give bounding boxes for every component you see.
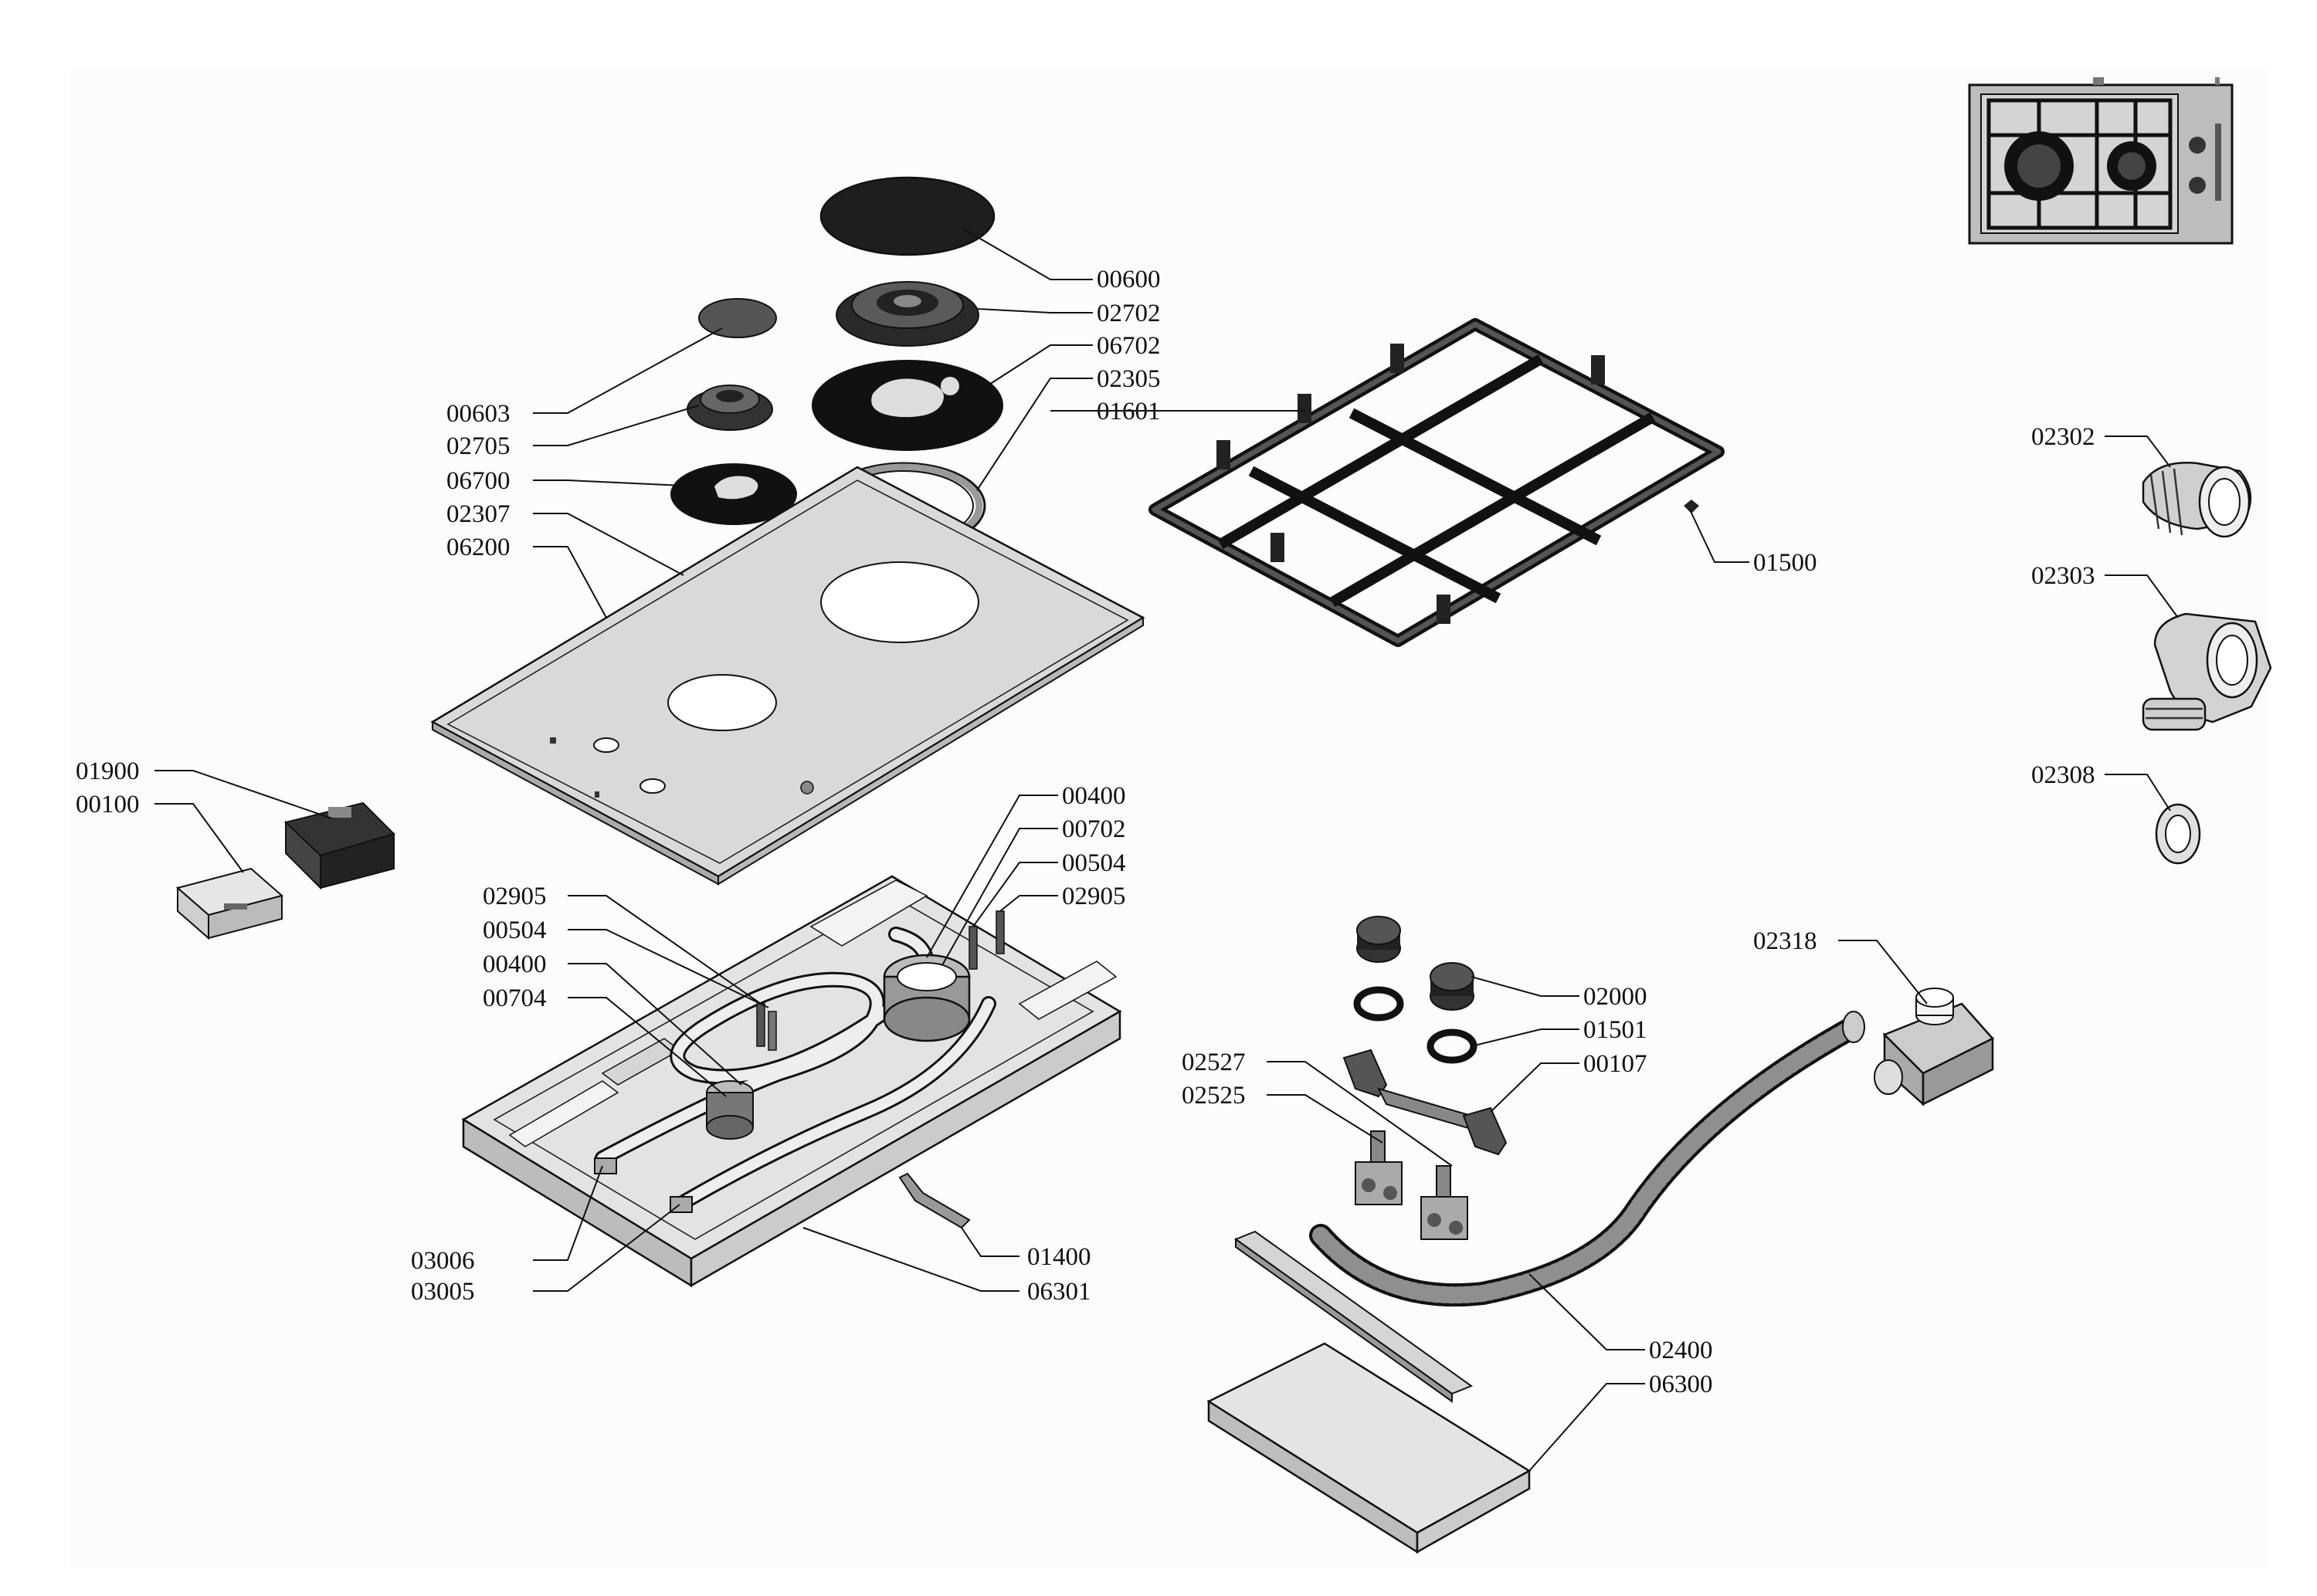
label-02905-right: 02905	[1062, 883, 1126, 910]
flexible-gas-hose	[1309, 1011, 1865, 1307]
label-06300: 06300	[1649, 1371, 1713, 1398]
label-06700: 06700	[446, 467, 511, 495]
support-rail	[1233, 1230, 1474, 1403]
gas-pressure-regulator	[1874, 988, 1995, 1106]
grid-rubber-foot	[1684, 500, 1699, 513]
label-00702: 00702	[1062, 815, 1126, 843]
label-00400-upper: 00400	[1062, 782, 1126, 810]
drawing-frame	[70, 69, 2271, 1567]
label-02307: 02307	[446, 500, 511, 528]
label-02303: 02303	[2031, 562, 2095, 590]
label-02905-left: 02905	[483, 883, 547, 910]
label-06702: 06702	[1097, 332, 1161, 360]
control-knob-1	[1356, 916, 1401, 963]
large-burner-heat-plate	[812, 360, 1003, 451]
bottom-heat-shield	[1206, 1342, 1532, 1554]
label-00100: 00100	[76, 791, 140, 818]
label-01400: 01400	[1027, 1243, 1091, 1271]
label-02705: 02705	[446, 432, 511, 460]
label-01501: 01501	[1583, 1016, 1647, 1044]
label-02318: 02318	[1753, 927, 1817, 955]
label-01601: 01601	[1097, 398, 1161, 425]
mounting-bracket	[898, 1172, 971, 1229]
small-burner-heat-plate	[670, 463, 797, 525]
ignition-switch-bracket	[1342, 1049, 1508, 1156]
pan-support-grid	[1148, 318, 1725, 647]
label-02305: 02305	[1097, 365, 1161, 393]
label-06301: 06301	[1027, 1278, 1091, 1306]
leader-lines	[154, 227, 2179, 1472]
gas-valve-1	[1355, 1130, 1403, 1205]
small-burner-crown	[687, 385, 773, 431]
label-02308: 02308	[2031, 761, 2095, 789]
label-02302: 02302	[2031, 423, 2095, 451]
label-00107: 00107	[1583, 1050, 1647, 1078]
small-burner-cap	[698, 298, 777, 338]
terminal-cover	[175, 867, 284, 940]
gas-valve-2	[1420, 1165, 1468, 1240]
hob-top-plate	[430, 466, 1145, 886]
label-00504-left: 00504	[483, 917, 547, 944]
large-burner-injector-cup	[883, 954, 971, 1042]
label-00600: 00600	[1097, 266, 1161, 293]
hose-connector-straight	[2142, 462, 2252, 538]
label-00603: 00603	[446, 400, 511, 428]
hose-connector-elbow	[2142, 612, 2272, 731]
label-03005: 03005	[411, 1278, 475, 1306]
hob-overview-thumbnail	[1968, 77, 2234, 245]
label-03006: 03006	[411, 1247, 475, 1275]
label-02000: 02000	[1583, 983, 1647, 1011]
label-00704: 00704	[483, 984, 547, 1012]
label-02527: 02527	[1182, 1049, 1246, 1076]
part-number-labels: 00600 02702 06702 02305 01601 00603 0270…	[76, 266, 2095, 1398]
large-burner-crown	[836, 281, 979, 347]
label-00400-left: 00400	[483, 950, 547, 978]
label-02400: 02400	[1649, 1337, 1713, 1364]
label-00504-right: 00504	[1062, 849, 1126, 877]
label-06200: 06200	[446, 534, 511, 561]
label-02525: 02525	[1182, 1082, 1246, 1110]
control-knob-2	[1430, 962, 1474, 1011]
label-01900: 01900	[76, 757, 140, 785]
label-02702: 02702	[1097, 300, 1161, 327]
terminal-block	[283, 801, 395, 890]
label-01500: 01500	[1753, 549, 1817, 577]
small-burner-injector-cup	[706, 1080, 754, 1140]
large-burner-cap	[819, 176, 996, 256]
sealing-washer	[2155, 803, 2201, 865]
